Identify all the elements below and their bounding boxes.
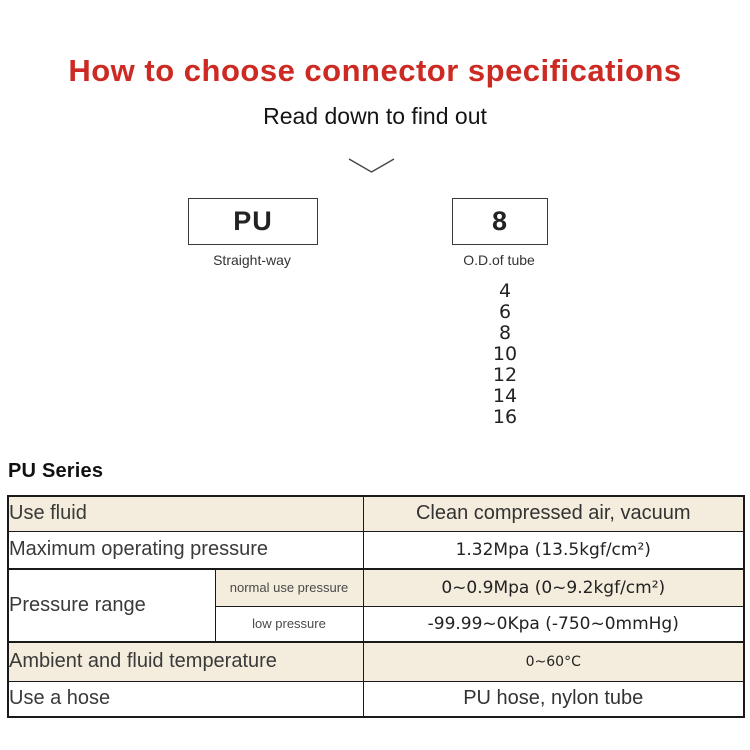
page-title: How to choose connector specifications [68,53,682,88]
table-row: low pressure -99.99~0Kpa (-750~0mmHg) [8,605,745,643]
size-option: 14 [492,385,518,407]
spec-label-cell: Maximum operating pressure [7,530,364,570]
series-code-box: PU [188,198,318,245]
spec-label-cell: Use a hose [7,680,364,718]
page-subtitle: Read down to find out [263,103,487,129]
size-code-box: 8 [452,198,548,245]
spec-sub-label-cell: normal use pressure [214,568,364,607]
size-option: 10 [492,343,518,365]
size-option: 16 [492,406,518,428]
size-code: 8 [491,206,509,236]
spec-value-cell: 1.32Mpa (13.5kgf/cm²) [362,530,745,570]
table-row: Pressure range normal use pressure 0~0.9… [7,568,745,643]
series-heading: PU Series [8,460,104,482]
series-code: PU [233,206,273,236]
series-code-caption: Straight-way [213,252,291,268]
spec-value-cell: -99.99~0Kpa (-750~0mmHg) [362,605,745,643]
spec-value-cell: Clean compressed air, vacuum [362,495,745,532]
table-row: Maximum operating pressure 1.32Mpa (13.5… [7,530,745,570]
size-code-caption: O.D.of tube [463,252,535,268]
spec-label-cell: Pressure range [7,568,216,643]
table-row: Ambient and fluid temperature 0~60°C [7,641,745,682]
spec-value-cell: 0~60°C [362,641,745,682]
spec-value-cell: 0~0.9Mpa (0~9.2kgf/cm²) [362,568,745,607]
spec-value-cell: PU hose, nylon tube [362,680,745,718]
spec-sub-label-cell: low pressure [214,605,364,643]
chevron-down-icon [348,158,395,173]
size-option: 12 [492,364,518,386]
table-row: Use a hose PU hose, nylon tube [7,680,745,718]
size-option: 8 [498,322,512,344]
size-option: 4 [498,280,512,302]
spec-label-cell: Ambient and fluid temperature [7,641,364,682]
spec-label-cell: Use fluid [7,495,364,532]
size-option-list: 4 6 8 10 12 14 16 [455,281,555,428]
spec-table: Use fluid Clean compressed air, vacuum M… [7,495,745,718]
size-option: 6 [498,301,512,323]
table-row: Use fluid Clean compressed air, vacuum [7,495,745,532]
